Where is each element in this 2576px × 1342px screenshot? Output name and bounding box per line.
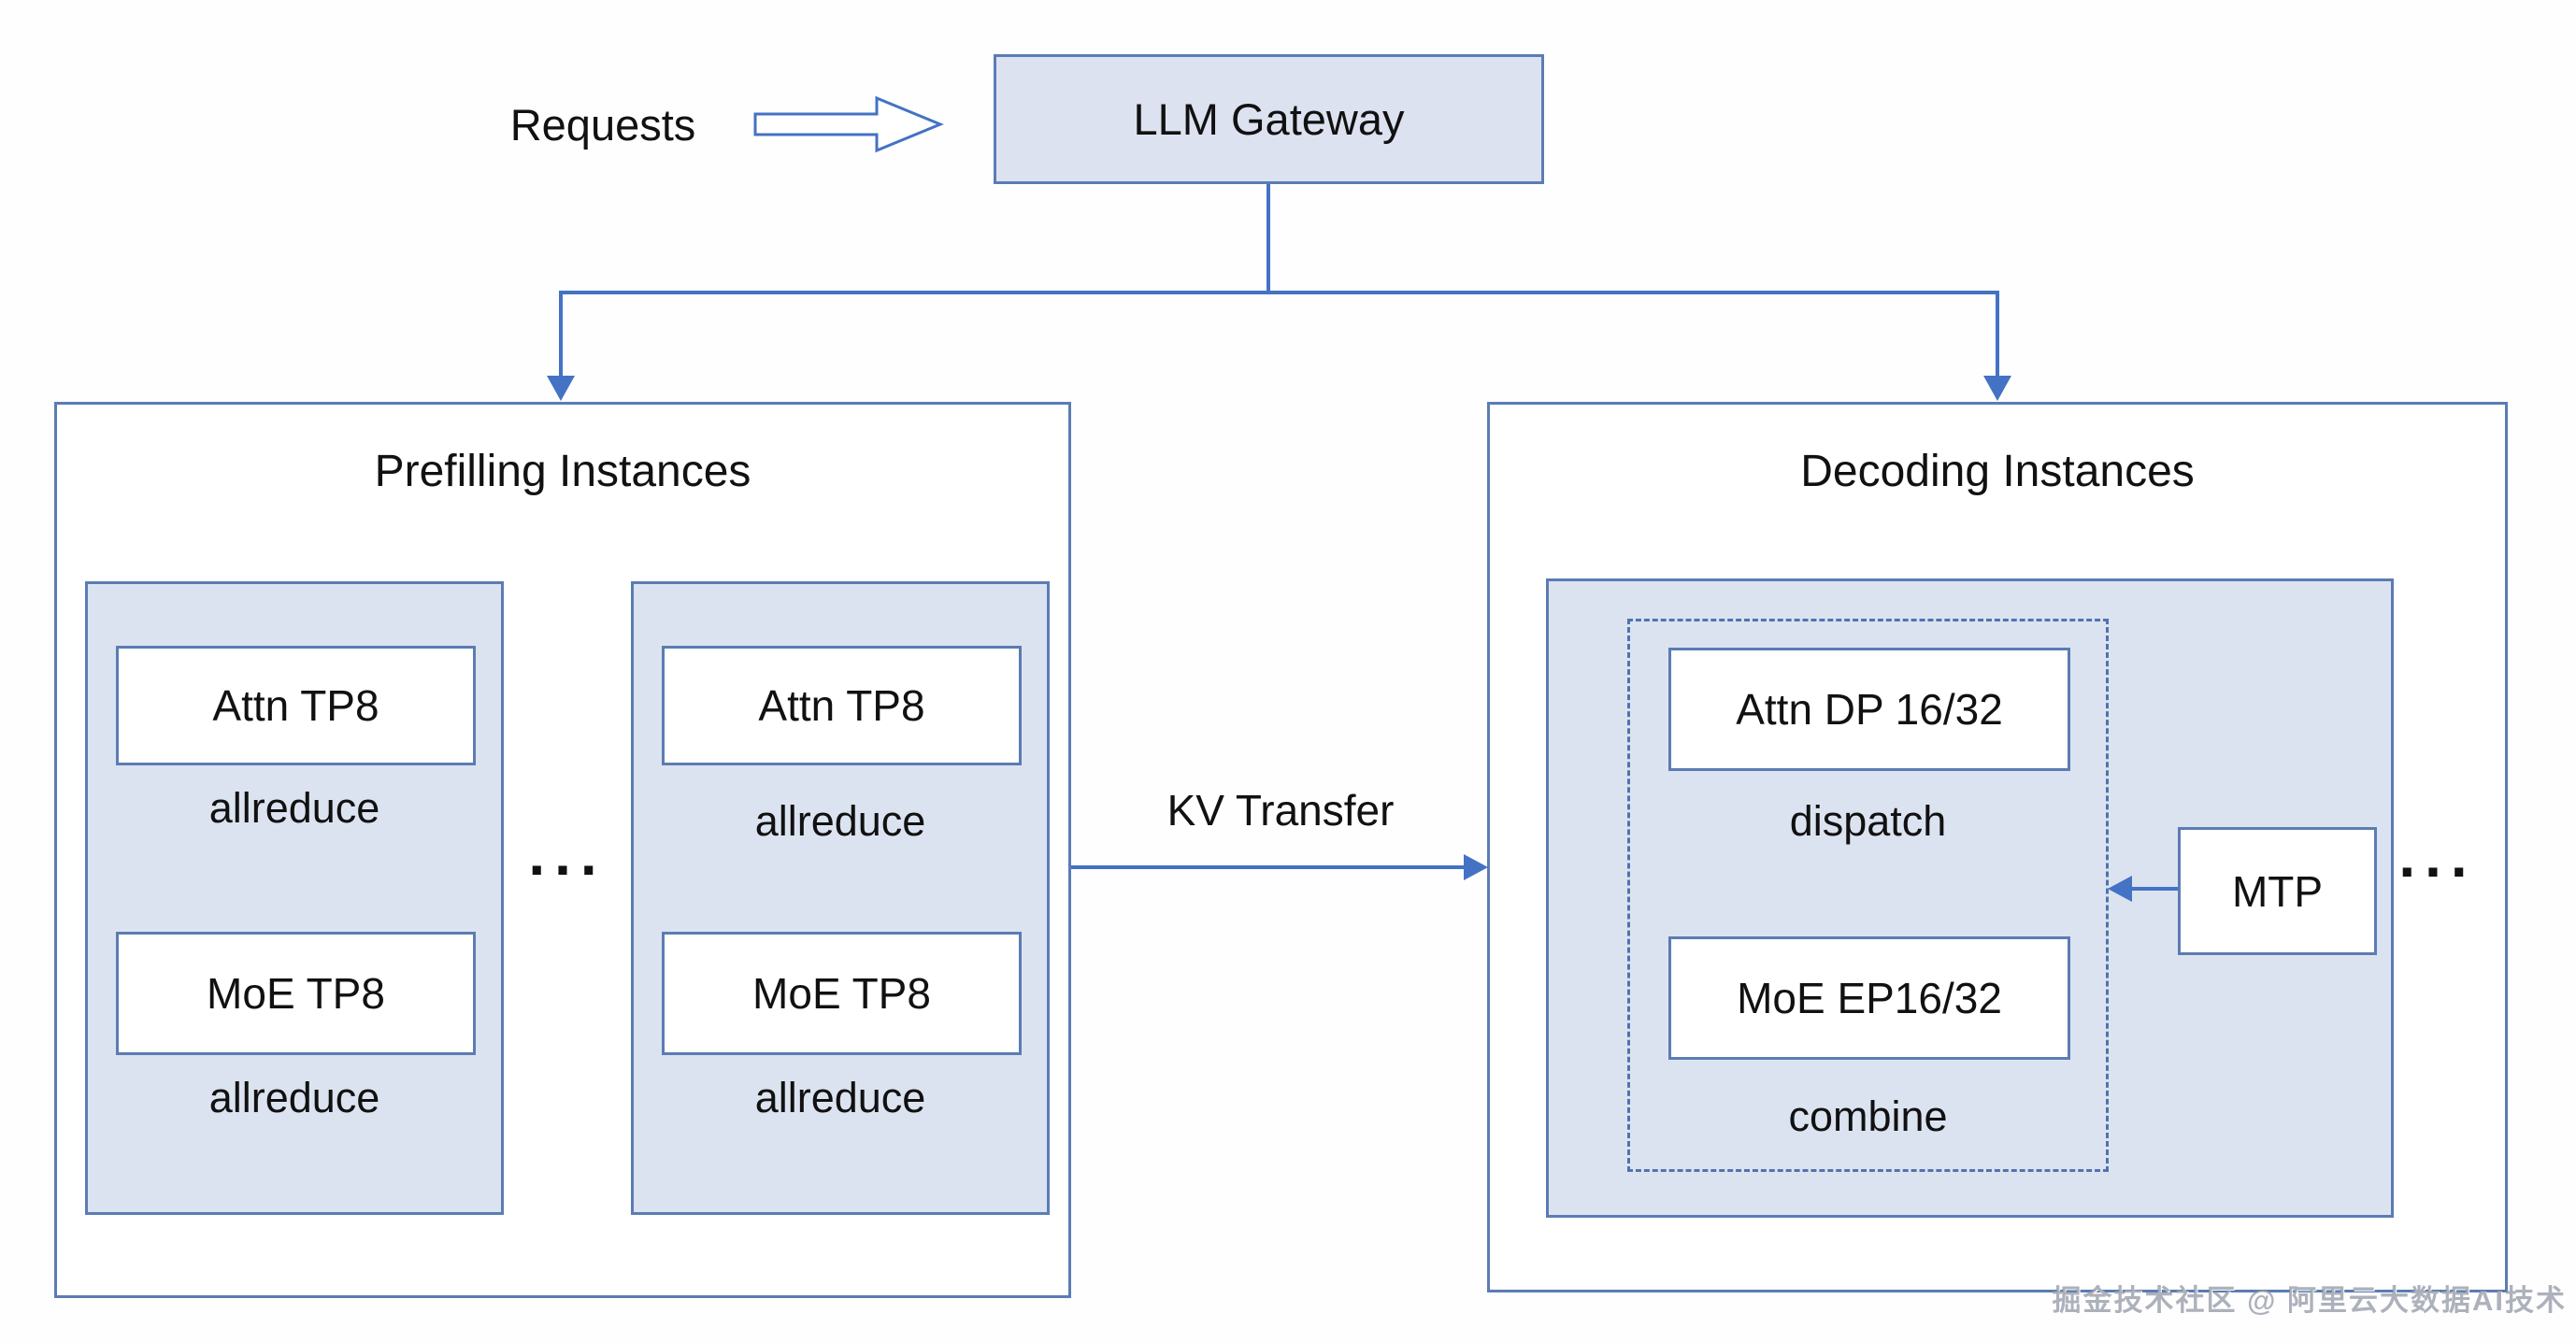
moe-tp8-label: MoE TP8 [207, 969, 385, 1018]
decoding-instances-box: Decoding Instances Attn DP 16/32 dispatc… [1487, 402, 2508, 1292]
connector-right-arrowhead-icon [1983, 376, 2011, 401]
connector-left-arrowhead-icon [547, 376, 575, 401]
allreduce-label: allreduce [754, 797, 926, 845]
allreduce-label: allreduce [208, 784, 380, 832]
requests-arrow-icon [753, 95, 944, 153]
attn-dp-box: Attn DP 16/32 [1668, 648, 2070, 771]
ep-group-dashed-box: Attn DP 16/32 dispatch MoE EP16/32 combi… [1627, 619, 2109, 1172]
watermark: 掘金技术社区 @ 阿里云大数据AI技术 [2052, 1284, 2567, 1317]
combine-label: combine [1788, 1092, 1948, 1140]
prefill-ellipsis: ... [528, 821, 607, 888]
prefill-instance-card: Attn TP8 allreduce MoE TP8 allreduce [631, 581, 1050, 1215]
llm-gateway-label: LLM Gateway [1133, 94, 1405, 144]
decode-ellipsis: ... [2398, 822, 2477, 890]
kv-transfer-label: KV Transfer [1166, 786, 1395, 835]
moe-tp8-box: MoE TP8 [116, 932, 476, 1055]
prefill-instance-card: Attn TP8 allreduce MoE TP8 allreduce [85, 581, 504, 1215]
connector-horizontal-line [559, 291, 1999, 294]
prefilling-instances-box: Prefilling Instances Attn TP8 allreduce … [54, 402, 1071, 1298]
kv-transfer-arrowhead-icon [1464, 854, 1488, 880]
moe-tp8-box: MoE TP8 [662, 932, 1022, 1055]
attn-tp8-box: Attn TP8 [116, 646, 476, 765]
connector-left-branch-line [559, 291, 563, 379]
moe-ep-box: MoE EP16/32 [1668, 936, 2070, 1060]
allreduce-label: allreduce [754, 1074, 926, 1121]
attn-tp8-label: Attn TP8 [212, 681, 379, 730]
moe-ep-label: MoE EP16/32 [1737, 974, 2002, 1022]
requests-label: Requests [509, 99, 696, 150]
attn-tp8-box: Attn TP8 [662, 646, 1022, 765]
attn-dp-label: Attn DP 16/32 [1736, 685, 2003, 734]
prefilling-instances-title: Prefilling Instances [374, 447, 751, 496]
allreduce-label: allreduce [208, 1074, 380, 1121]
attn-tp8-label: Attn TP8 [758, 681, 925, 730]
kv-transfer-line [1071, 865, 1467, 869]
dispatch-label: dispatch [1789, 797, 1947, 845]
moe-tp8-label: MoE TP8 [752, 969, 931, 1018]
connector-right-branch-line [1996, 291, 1999, 379]
decode-instance-card: Attn DP 16/32 dispatch MoE EP16/32 combi… [1546, 578, 2394, 1218]
mtp-box: MTP [2178, 827, 2377, 955]
mtp-arrow-line [2130, 887, 2178, 891]
decoding-instances-title: Decoding Instances [1800, 447, 2195, 496]
mtp-arrowhead-icon [2108, 876, 2132, 902]
mtp-label: MTP [2231, 866, 2324, 916]
connector-gateway-stem-line [1267, 184, 1270, 293]
llm-gateway-box: LLM Gateway [994, 54, 1544, 184]
